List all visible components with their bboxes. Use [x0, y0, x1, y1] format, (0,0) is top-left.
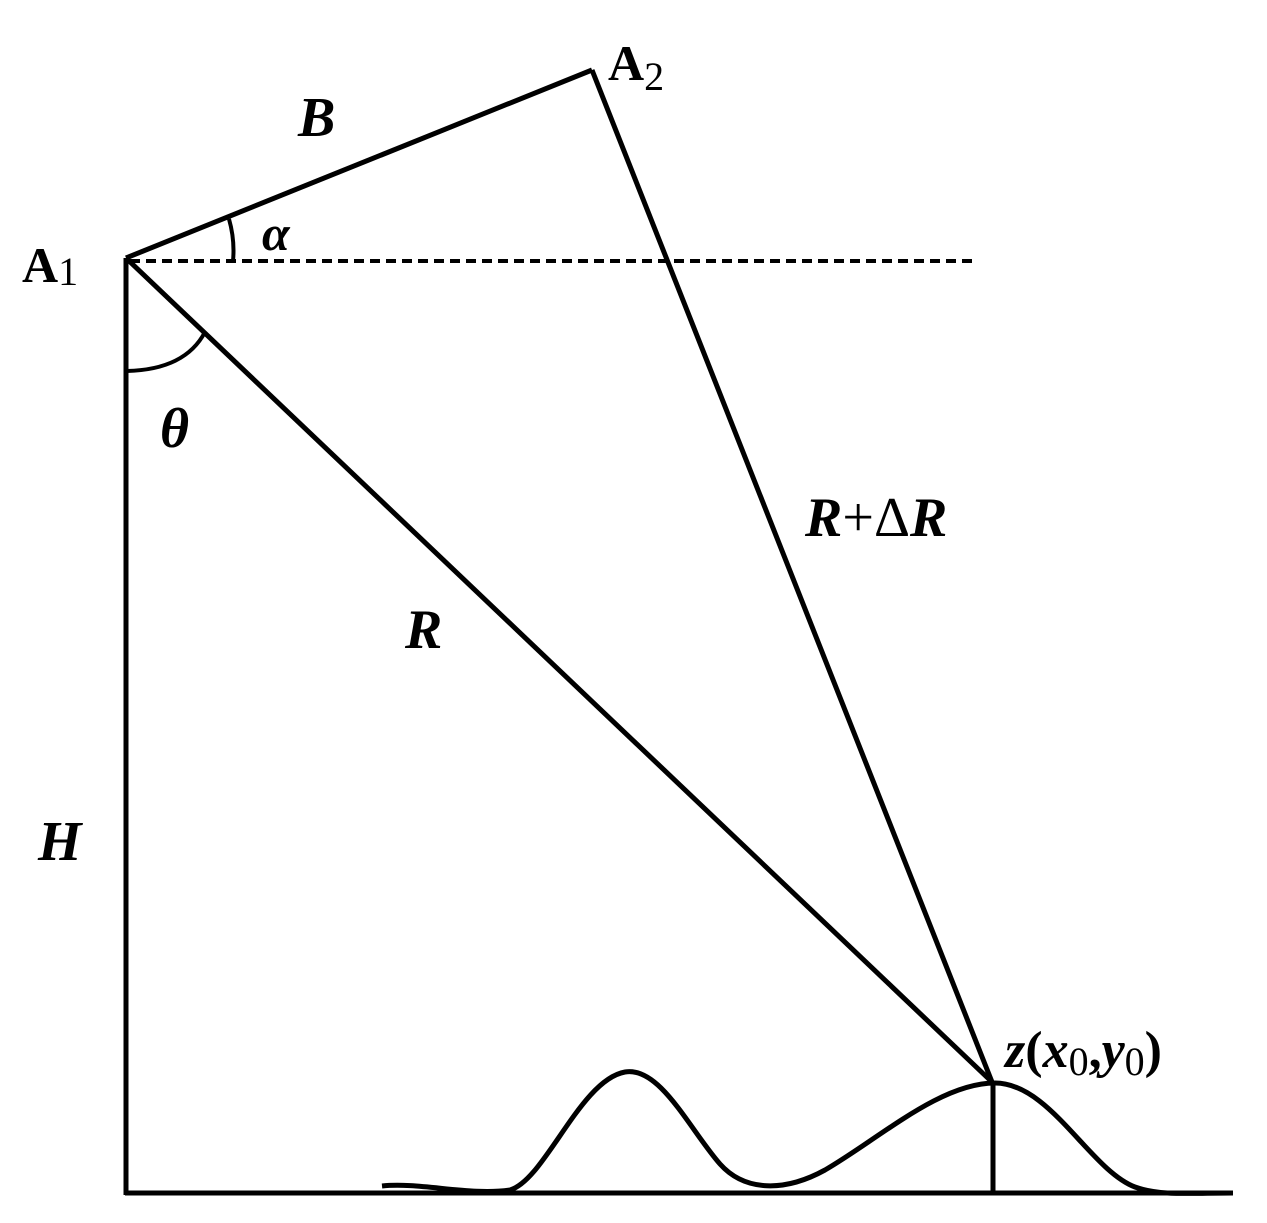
label-a1: A1 — [22, 237, 78, 294]
label-h: H — [37, 811, 83, 873]
alpha-angle-arc — [227, 218, 236, 262]
label-r: R — [404, 599, 442, 661]
label-b: B — [297, 87, 335, 149]
label-theta: θ — [160, 398, 189, 460]
label-target-z: z(x0,y0) — [1003, 1022, 1162, 1084]
label-a2: A2 — [608, 35, 664, 99]
terrain-curve — [381, 1069, 1234, 1196]
label-alpha: α — [262, 205, 291, 261]
theta-angle-arc — [125, 331, 207, 373]
range-r-delta-r-line — [589, 69, 995, 1083]
baseline-b — [125, 67, 593, 261]
label-r-delta-r: R+ΔR — [804, 487, 947, 549]
range-r-line — [124, 256, 994, 1084]
